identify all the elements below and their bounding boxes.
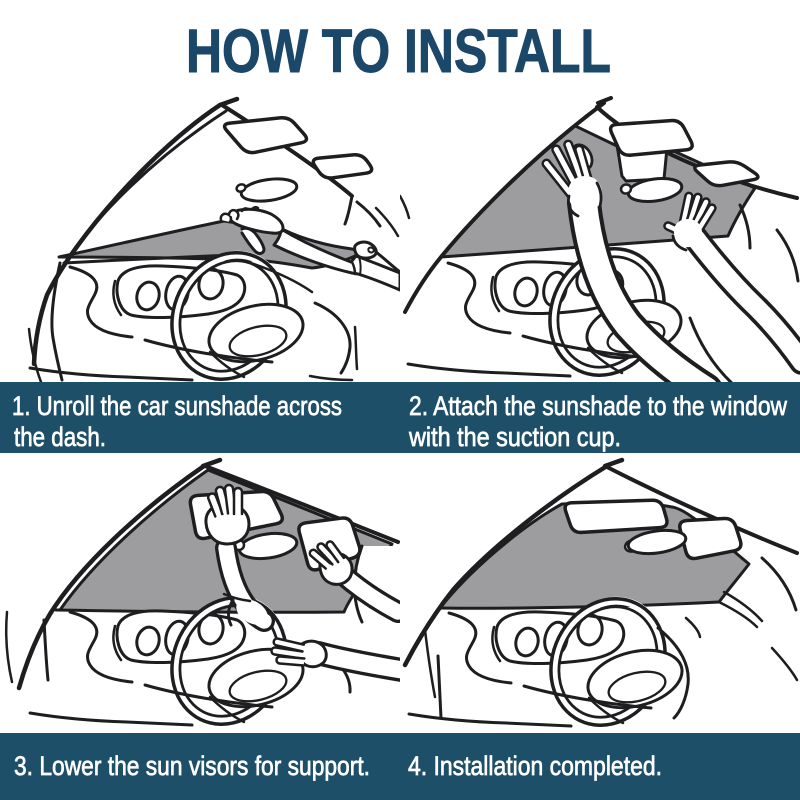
- svg-text:4. Installation completed.: 4. Installation completed.: [408, 751, 662, 781]
- svg-text:with the suction cup.: with the suction cup.: [408, 422, 621, 452]
- svg-text:1. Unroll the car sunshade acr: 1. Unroll the car sunshade across: [12, 391, 342, 421]
- svg-text:2. Attach the sunshade to the: 2. Attach the sunshade to the window: [409, 391, 787, 421]
- svg-text:the dash.: the dash.: [14, 422, 106, 452]
- svg-text:3. Lower the sun visors for su: 3. Lower the sun visors for support.: [14, 751, 370, 781]
- svg-text:HOW TO INSTALL: HOW TO INSTALL: [186, 17, 611, 85]
